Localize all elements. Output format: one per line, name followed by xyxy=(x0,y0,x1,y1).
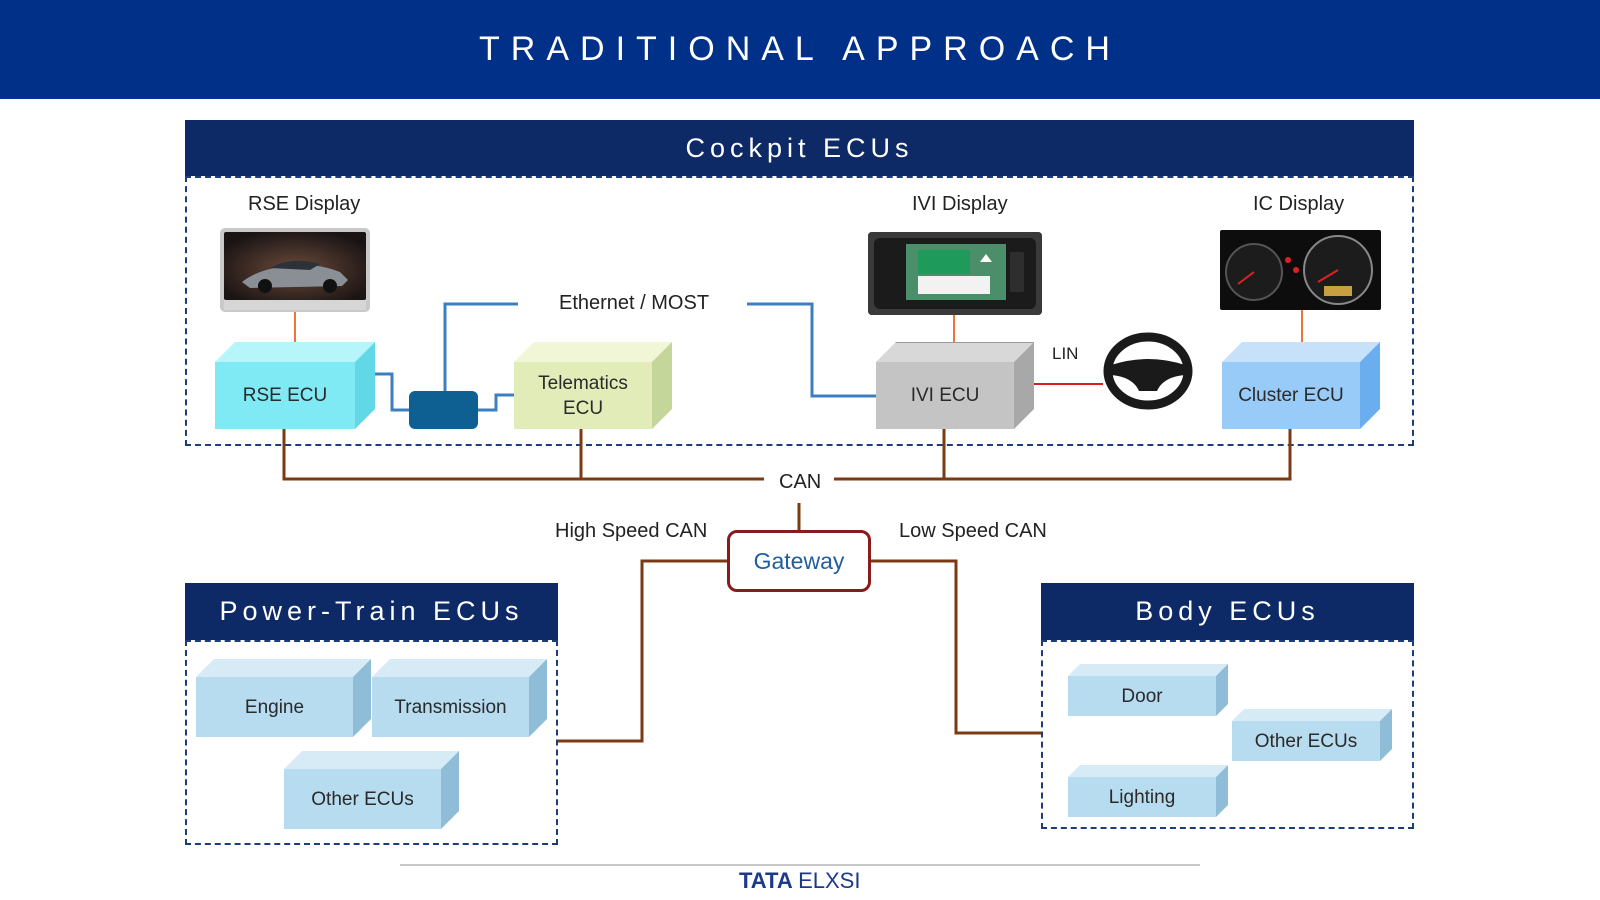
powertrain-other-ecus: Other ECUs xyxy=(284,751,459,829)
rse-to-hub-line xyxy=(374,372,409,412)
engine-ecu: Engine xyxy=(196,659,371,737)
transmission-ecu: Transmission xyxy=(372,659,547,737)
car-icon xyxy=(224,232,366,310)
cockpit-section-title: Cockpit ECUs xyxy=(685,133,914,163)
lighting-ecu-label: Lighting xyxy=(1108,786,1176,808)
network-hub xyxy=(409,391,478,429)
company-logo: TATA ELXSI xyxy=(739,868,860,894)
cockpit-section-header: Cockpit ECUs xyxy=(185,120,1414,176)
ethernet-line-left xyxy=(443,302,518,392)
rse-display-label: RSE Display xyxy=(248,193,361,215)
rse-ecu: RSE ECU xyxy=(215,342,375,429)
body-section-header: Body ECUs xyxy=(1041,583,1414,640)
ethernet-label: Ethernet / MOST xyxy=(559,292,710,314)
telematics-ecu: Telematics ECU xyxy=(514,342,672,429)
ivi-display-label: IVI Display xyxy=(912,193,1008,215)
transmission-ecu-label: Transmission xyxy=(394,696,507,718)
cluster-ecu: Cluster ECU xyxy=(1222,342,1380,429)
footer-divider xyxy=(400,864,1200,866)
can-bus-left xyxy=(282,429,764,481)
ivi-ecu: IVI ECU xyxy=(876,342,1034,429)
page-title: TRADITIONAL APPROACH xyxy=(479,30,1121,68)
low-speed-can-line xyxy=(871,559,1041,735)
gateway-label: Gateway xyxy=(753,547,845,574)
powertrain-section-header: Power-Train ECUs xyxy=(185,583,558,640)
body-section-frame xyxy=(1041,640,1414,829)
powertrain-section-frame xyxy=(185,640,558,845)
cluster-ecu-label: Cluster ECU xyxy=(1238,385,1344,406)
hub-to-telematics-line xyxy=(478,393,514,412)
logo-brand: TATA xyxy=(739,868,792,893)
telematics-ecu-label: Telematics ECU xyxy=(538,372,628,419)
high-speed-can-line xyxy=(558,559,727,743)
infotainment-screen-icon xyxy=(868,232,1042,315)
can-bus-right xyxy=(834,429,1292,481)
high-speed-can-label: High Speed CAN xyxy=(555,520,708,542)
ivi-display-image xyxy=(868,232,1042,315)
rse-ecu-label: RSE ECU xyxy=(242,385,328,406)
ic-display-label: IC Display xyxy=(1253,193,1345,215)
low-speed-can-label: Low Speed CAN xyxy=(899,520,1047,542)
steering-wheel-icon xyxy=(1103,332,1193,410)
can-label: CAN xyxy=(779,471,822,493)
speedometer-icon xyxy=(1225,235,1373,305)
body-section-title: Body ECUs xyxy=(1135,596,1320,626)
body-other-ecus: Other ECUs xyxy=(1232,709,1392,761)
powertrain-other-ecus-label: Other ECUs xyxy=(311,788,414,810)
door-ecu-label: Door xyxy=(1121,685,1163,707)
header-bar: TRADITIONAL APPROACH xyxy=(0,0,1600,99)
engine-ecu-label: Engine xyxy=(244,696,305,718)
ethernet-line-right xyxy=(747,302,876,398)
lighting-ecu: Lighting xyxy=(1068,765,1228,817)
body-other-ecus-label: Other ECUs xyxy=(1254,730,1358,752)
ivi-ecu-label: IVI ECU xyxy=(910,385,980,406)
door-ecu: Door xyxy=(1068,664,1228,716)
cockpit-section-frame xyxy=(185,176,1414,446)
powertrain-section-title: Power-Train ECUs xyxy=(219,596,524,626)
logo-sub: ELXSI xyxy=(798,868,861,893)
lin-label: LIN xyxy=(1052,344,1079,363)
rse-display-image xyxy=(220,228,370,312)
ic-display-image xyxy=(1220,230,1381,310)
gateway-box: Gateway xyxy=(727,530,871,592)
